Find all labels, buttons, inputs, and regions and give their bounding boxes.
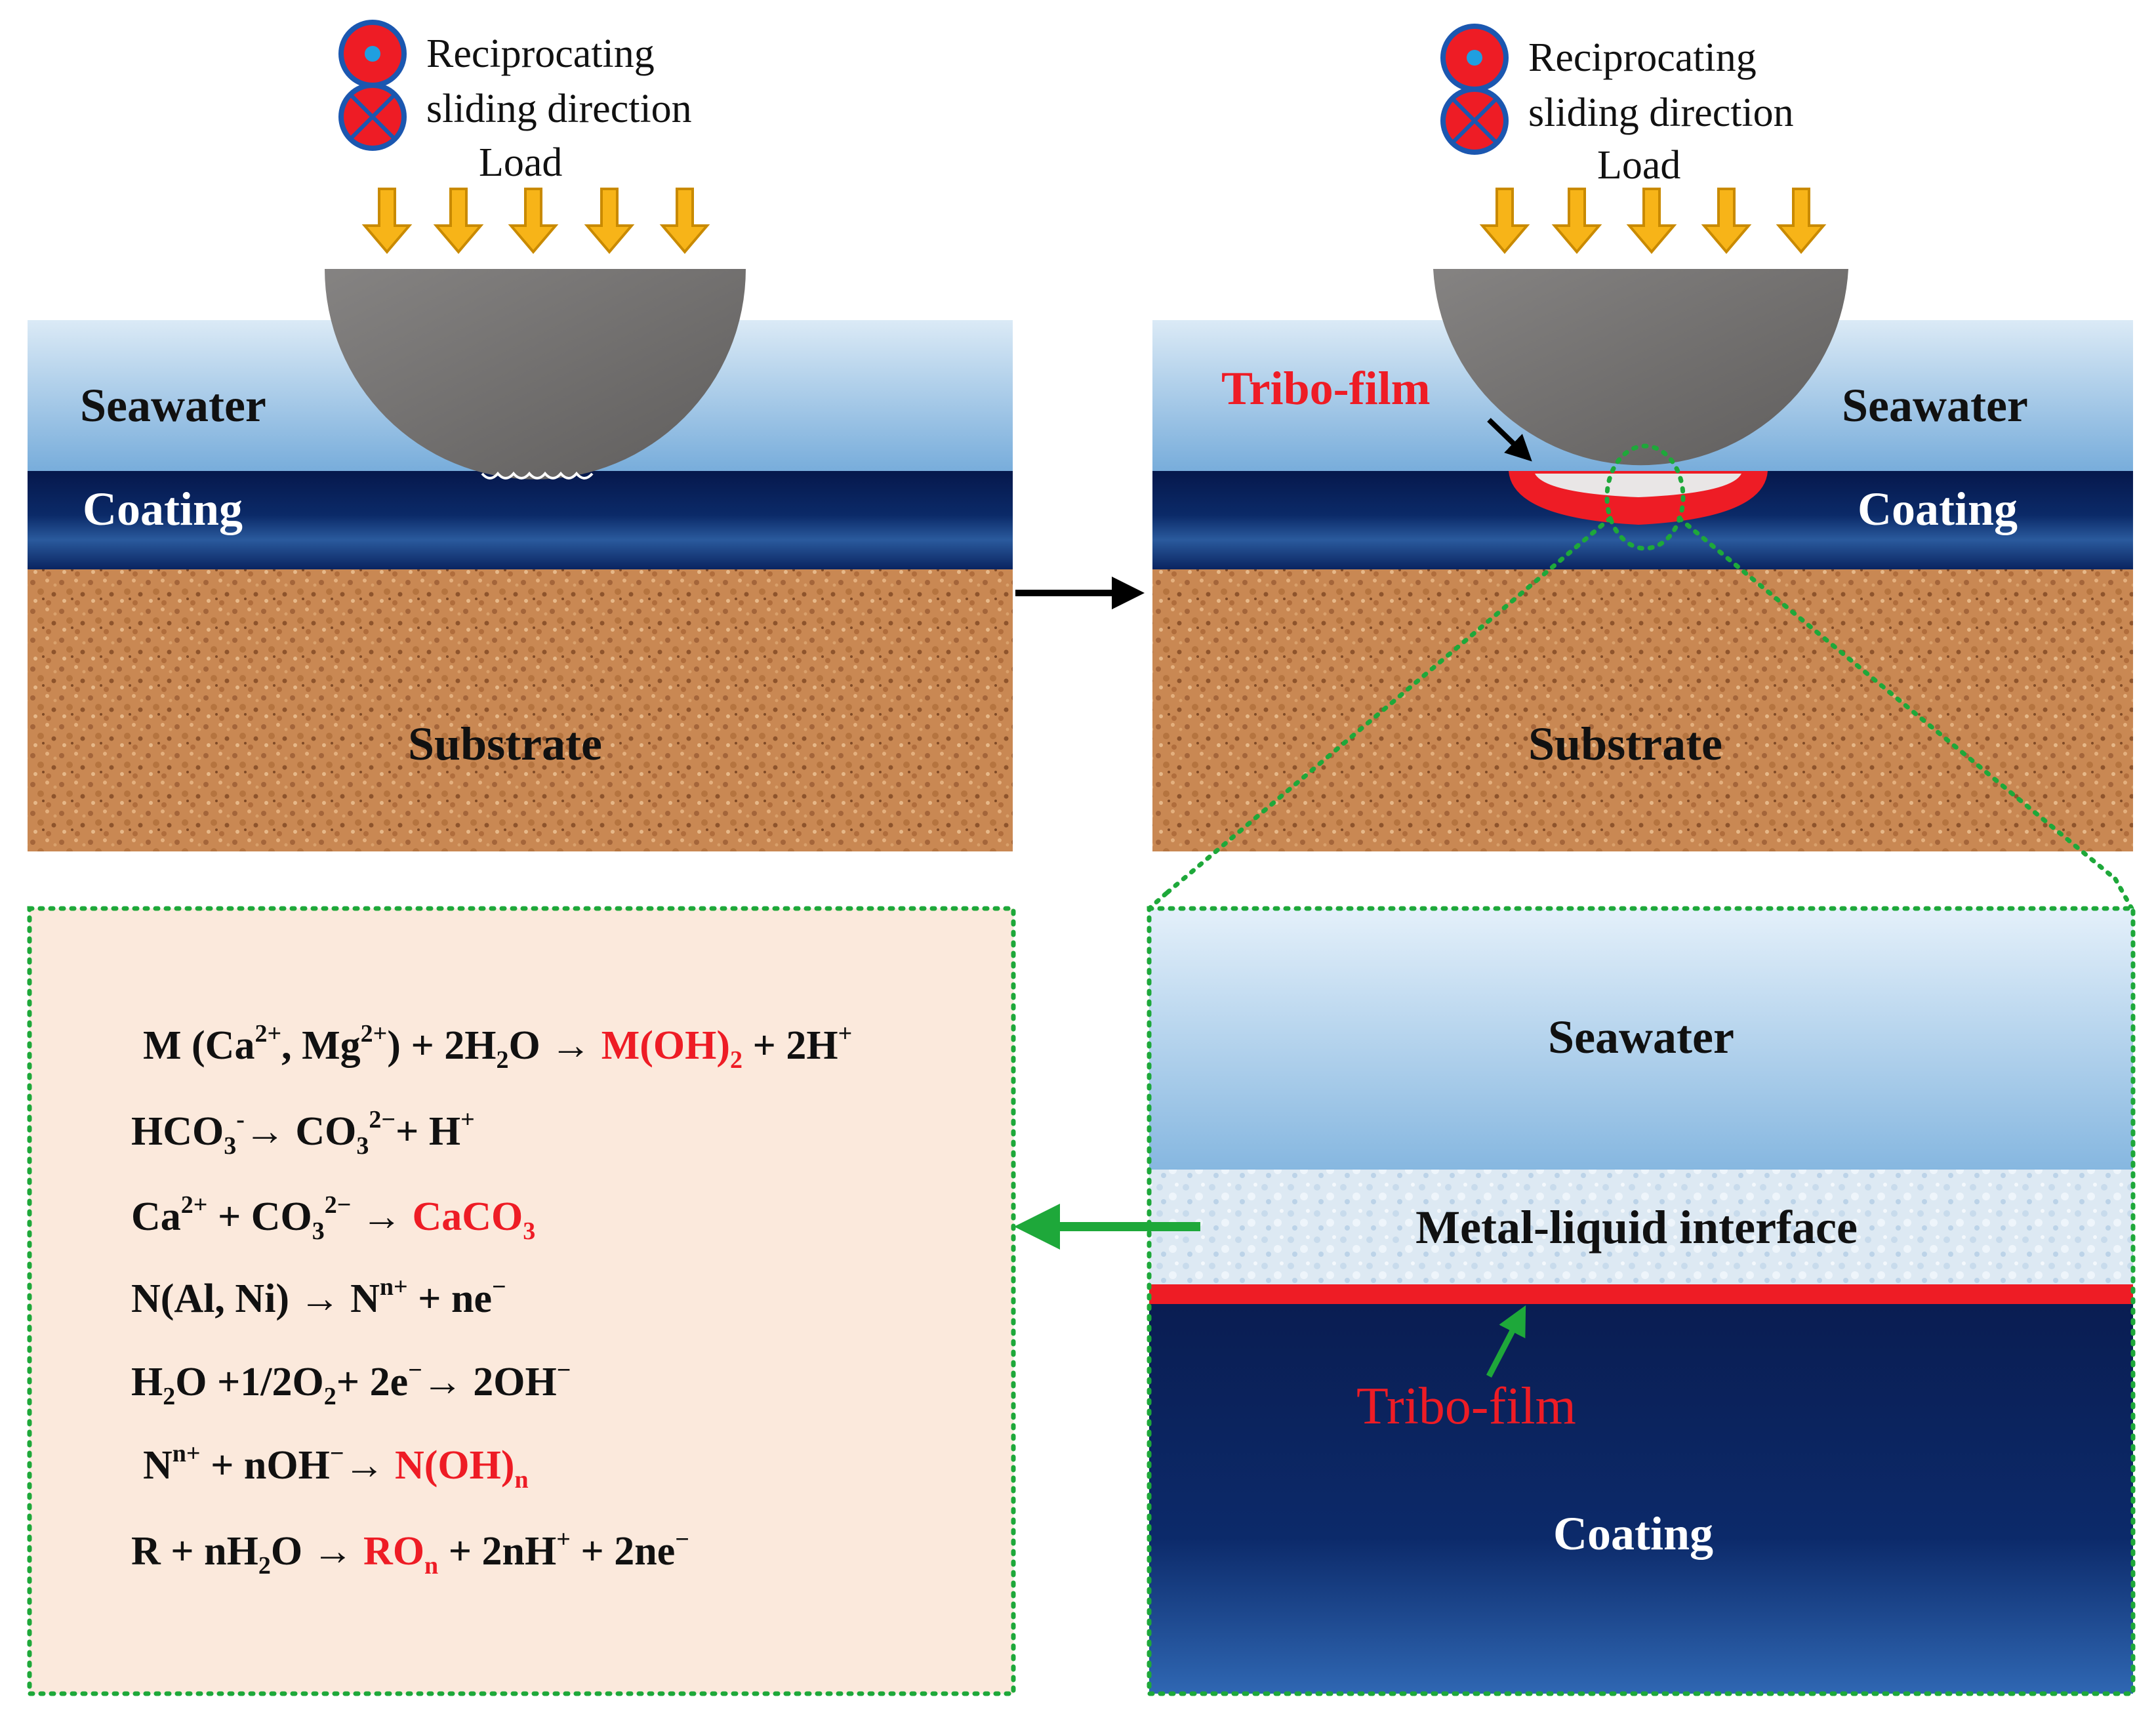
- load-arrow-icon: [1776, 188, 1827, 255]
- reaction-4: N(Al, Ni) → Nn+ + ne−: [131, 1273, 506, 1321]
- tribo-film-pointer: [1487, 418, 1532, 462]
- wear-debris: [481, 471, 594, 480]
- zoom-guides: [1147, 443, 2134, 911]
- zoom-tribo-film-line: [1149, 1284, 2133, 1304]
- load-arrows-left: [361, 188, 710, 255]
- zoom-guide-right-2: [2113, 876, 2134, 911]
- reaction-7: R + nH2O → ROn + 2nH+ + 2ne−: [131, 1526, 689, 1580]
- dot-in-circle-icon: [1440, 24, 1509, 92]
- zoom-box-border: [1147, 906, 2136, 1696]
- zoom-tribo-film-pointer: [1486, 1305, 1526, 1378]
- zoom-tribo-film-label: Tribo-film: [1356, 1377, 1576, 1435]
- zoom-region-ellipse: [1604, 443, 1686, 551]
- load-arrow-icon: [1626, 188, 1677, 255]
- legend-line-2: sliding direction: [1528, 91, 1794, 135]
- reaction-3: Ca2+ + CO32− → CaCO3: [131, 1191, 535, 1245]
- sliding-direction-legend: Reciprocating sliding direction Load: [1440, 24, 1794, 188]
- coating-layer: [28, 471, 1013, 569]
- zoom-interface-layer: [1149, 1170, 2133, 1284]
- legend-line-1: Reciprocating: [426, 31, 655, 76]
- tribo-film-label: Tribo-film: [1221, 362, 1431, 415]
- zoom-guide-right: [1677, 516, 2118, 882]
- reaction-box: M (Ca2+, Mg2+) + 2H2O → M(OH)2 + 2H+ HCO…: [27, 906, 1016, 1696]
- cross-in-circle-icon: [1440, 87, 1509, 155]
- ball-counterface: [325, 269, 746, 480]
- substrate-label: Substrate: [1528, 718, 1722, 770]
- zoom-seawater-label: Seawater: [1548, 1011, 1734, 1063]
- load-arrow-icon: [433, 188, 484, 255]
- reaction-box-background: [30, 908, 1013, 1694]
- zoom-interface-label: Metal-liquid interface: [1415, 1201, 1858, 1254]
- load-arrow-icon: [1551, 188, 1602, 255]
- zoom-box: Seawater Metal-liquid interface Tribo-fi…: [1147, 906, 2136, 1696]
- load-arrow-icon: [584, 188, 635, 255]
- seawater-label: Seawater: [80, 379, 266, 432]
- seawater-label: Seawater: [1842, 379, 2028, 432]
- zoom-guide-left-2: [1147, 891, 1169, 911]
- tribo-film-contact: [1535, 474, 1741, 497]
- dot-in-circle-icon: [338, 20, 407, 88]
- reaction-1: M (Ca2+, Mg2+) + 2H2O → M(OH)2 + 2H+: [143, 1020, 852, 1074]
- substrate-label: Substrate: [408, 718, 602, 770]
- load-arrow-icon: [361, 188, 413, 255]
- load-arrow-icon: [1479, 188, 1530, 255]
- load-label: Load: [1597, 143, 1680, 188]
- coating-label: Coating: [1858, 483, 2018, 535]
- substrate-layer: [1152, 569, 2133, 851]
- panel-after: Tribo-film Seawater Coating Substrate: [1152, 269, 2133, 851]
- zoom-coating-layer: [1149, 1304, 2133, 1694]
- substrate-layer: [28, 569, 1013, 851]
- ball-counterface: [1433, 269, 1848, 466]
- reaction-6: Nn+ + nOH−→ N(OH)n: [143, 1440, 529, 1494]
- legend-line-2: sliding direction: [426, 87, 692, 131]
- sliding-direction-legend: Reciprocating sliding direction Load: [338, 20, 692, 185]
- load-label: Load: [479, 140, 562, 185]
- cross-in-circle-icon: [338, 83, 407, 151]
- coating-label: Coating: [83, 483, 243, 535]
- panel-before: Seawater Coating Substrate: [28, 269, 1013, 851]
- reaction-2: HCO3-→ CO32−+ H+: [131, 1106, 475, 1160]
- load-arrow-icon: [659, 188, 710, 255]
- reaction-5: H2O +1/2O2+ 2e−→ 2OH−: [131, 1357, 571, 1410]
- reaction-box-border: [27, 906, 1016, 1696]
- zoom-seawater-layer: [1149, 908, 2133, 1170]
- legend-line-1: Reciprocating: [1528, 35, 1757, 80]
- zoom-guide-left: [1164, 516, 1613, 896]
- load-arrows-right: [1479, 188, 1827, 255]
- load-arrow-icon: [508, 188, 559, 255]
- zoom-coating-label: Coating: [1553, 1507, 1713, 1560]
- load-arrow-icon: [1701, 188, 1752, 255]
